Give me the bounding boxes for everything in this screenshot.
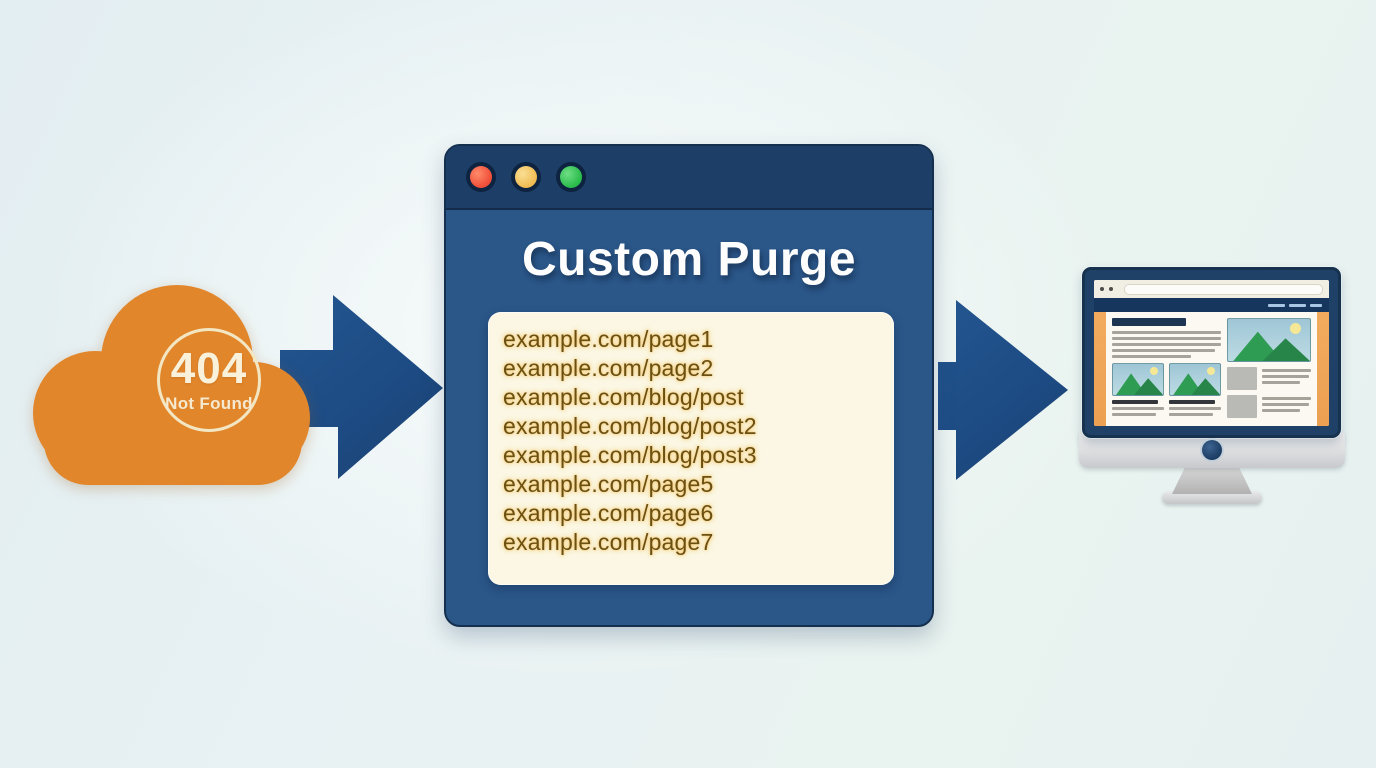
url-list-item: example.com/page7 xyxy=(503,529,714,555)
url-list-item: example.com/blog/post2 xyxy=(503,413,757,439)
desktop-monitor xyxy=(1060,260,1360,520)
mini-text-line xyxy=(1112,355,1191,358)
monitor-power-button[interactable] xyxy=(1202,440,1222,460)
status-code: 404 xyxy=(170,343,248,393)
image-placeholder-icon xyxy=(1227,318,1311,362)
window-title: Custom Purge xyxy=(521,233,857,286)
mini-text-line xyxy=(1112,337,1222,340)
mini-teaser-lines xyxy=(1262,367,1311,390)
close-button[interactable] xyxy=(470,166,492,188)
mini-teaser-row xyxy=(1227,395,1311,418)
mini-nav-link xyxy=(1289,303,1306,307)
mini-left-sidebar xyxy=(1094,312,1106,426)
url-list-item: example.com/blog/post3 xyxy=(503,442,757,468)
mini-nav-link xyxy=(1310,303,1322,307)
url-list-item: example.com/page6 xyxy=(503,500,714,526)
mini-text-line xyxy=(1112,331,1222,334)
status-ring: 404 Not Found xyxy=(157,328,261,432)
mini-thumb-placeholder xyxy=(1227,395,1258,418)
mini-text-line xyxy=(1112,349,1215,352)
mini-right-sidebar xyxy=(1317,312,1329,426)
mini-caption-row xyxy=(1112,400,1222,419)
image-placeholder-icon xyxy=(1112,363,1165,396)
mini-browser-dot-icon xyxy=(1109,287,1113,291)
mini-nav-link xyxy=(1268,303,1285,307)
mini-teaser-lines xyxy=(1262,395,1311,418)
url-list-item: example.com/blog/post xyxy=(503,384,744,410)
minimize-button[interactable] xyxy=(515,166,537,188)
image-placeholder-icon xyxy=(1169,363,1222,396)
url-list-item: example.com/page2 xyxy=(503,355,714,381)
window-titlebar xyxy=(446,146,932,210)
mini-teaser-row xyxy=(1227,367,1311,390)
mini-thumb-placeholder xyxy=(1227,367,1258,390)
mini-caption xyxy=(1112,400,1165,419)
mini-nav-bar xyxy=(1094,298,1329,312)
mini-address-bar xyxy=(1124,283,1323,295)
mini-caption xyxy=(1169,400,1222,419)
status-text: Not Found xyxy=(165,393,253,413)
mini-card-row xyxy=(1112,363,1222,396)
monitor-screen xyxy=(1094,280,1329,426)
mini-headline-bar xyxy=(1112,318,1187,326)
mini-aside-column xyxy=(1227,318,1311,423)
arrow-window-to-monitor xyxy=(938,300,1068,480)
mini-page-content xyxy=(1106,312,1317,426)
url-list-item: example.com/page5 xyxy=(503,471,714,497)
url-list-item: example.com/page1 xyxy=(503,326,714,352)
mini-text-line xyxy=(1112,343,1222,346)
mini-article-column xyxy=(1112,318,1222,423)
url-list-panel: example.com/page1 example.com/page2 exam… xyxy=(488,312,894,585)
mini-browser-dot-icon xyxy=(1100,287,1104,291)
monitor-stand-neck xyxy=(1172,466,1252,494)
mini-browser-chrome xyxy=(1094,280,1329,298)
purge-window: Custom Purge example.com/page1 example.c… xyxy=(444,144,934,627)
zoom-button[interactable] xyxy=(560,166,582,188)
mini-page xyxy=(1094,312,1329,426)
monitor-stand-base xyxy=(1162,491,1262,504)
